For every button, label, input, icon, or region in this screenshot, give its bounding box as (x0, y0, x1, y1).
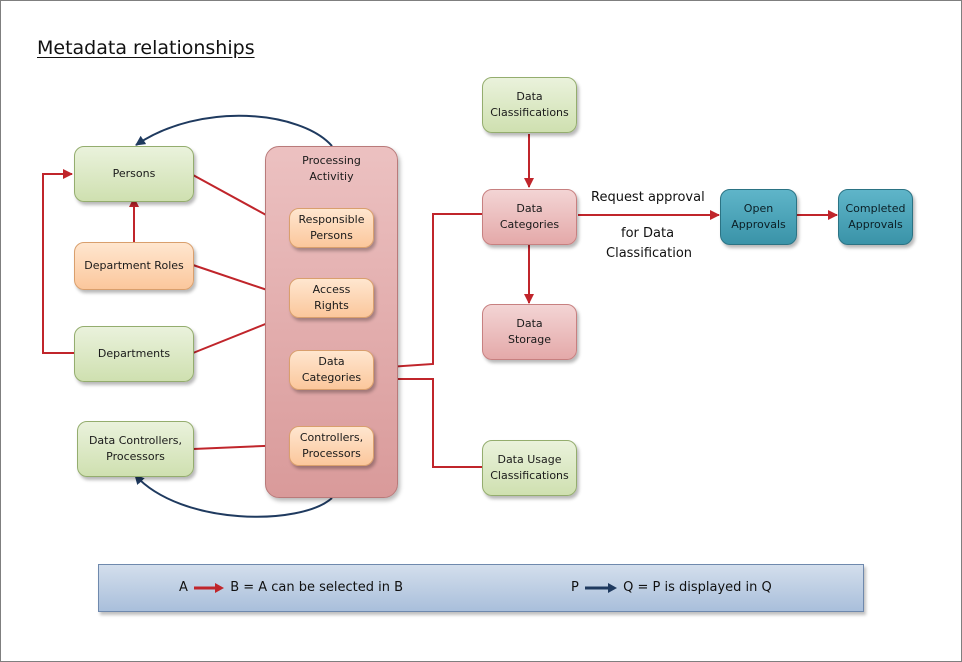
legend-display-p: P (571, 580, 579, 595)
legend-blue-arrow-icon (584, 582, 617, 593)
flow-label-for-data: for Data (621, 226, 675, 241)
node-data-categories: Data Categories (482, 189, 577, 245)
legend-display: P Q = P is displayed in Q (571, 580, 772, 595)
node-access-rights: Access Rights (289, 278, 374, 318)
node-open-approvals-label: Open Approvals (731, 202, 786, 231)
node-data-usage: Data Usage Classifications (482, 440, 577, 496)
legend-display-text: Q = P is displayed in Q (623, 580, 772, 595)
arrow-usage-to-pa-data-categories (373, 374, 482, 468)
node-completed-approvals-label: Completed Approvals (845, 202, 906, 231)
legend-select-text: B = A can be selected in B (230, 580, 404, 595)
legend-red-arrow-icon (194, 582, 225, 593)
node-pa-data-categories-label: Data Categories (301, 355, 362, 384)
node-departments: Departments (74, 326, 194, 382)
node-persons-label: Persons (112, 167, 156, 180)
node-completed-approvals: Completed Approvals (838, 189, 913, 245)
processing-activity-label: Processing Activitiy (302, 154, 361, 183)
node-persons: Persons (74, 146, 194, 202)
node-pa-data-categories: Data Categories (289, 350, 374, 390)
flow-label-request-approval: Request approval (591, 190, 705, 205)
node-responsible-persons-label: Responsible Persons (298, 213, 365, 242)
arrow-data-categories-to-pa-data-categories (373, 213, 482, 373)
node-pa-controllers: Controllers, Processors (289, 426, 374, 466)
node-open-approvals: Open Approvals (720, 189, 797, 245)
node-data-usage-label: Data Usage Classifications (490, 453, 569, 482)
node-department-roles: Department Roles (74, 242, 194, 290)
node-data-storage-label: Data Storage (507, 317, 552, 346)
node-data-storage: Data Storage (482, 304, 577, 360)
node-department-roles-label: Department Roles (84, 259, 184, 272)
node-data-controllers-label: Data Controllers, Processors (88, 434, 183, 463)
node-data-classifications: Data Classifications (482, 77, 577, 133)
flow-label-classification: Classification (606, 246, 693, 261)
legend-select: A B = A can be selected in B (179, 580, 403, 595)
node-departments-label: Departments (97, 347, 171, 360)
node-data-categories-label: Data Categories (499, 202, 560, 231)
legend: A B = A can be selected in B P Q = P is … (98, 564, 864, 612)
arrow-departments-to-persons (42, 169, 74, 354)
node-data-controllers: Data Controllers, Processors (77, 421, 194, 477)
curve-pa-to-persons (135, 114, 333, 147)
node-data-classifications-label: Data Classifications (490, 90, 569, 119)
node-responsible-persons: Responsible Persons (289, 208, 374, 248)
legend-select-a: A (179, 580, 188, 595)
node-access-rights-label: Access Rights (312, 283, 351, 312)
curve-pa-to-controllers (134, 474, 333, 518)
node-pa-controllers-label: Controllers, Processors (299, 431, 364, 460)
page-title: Metadata relationships (37, 37, 255, 59)
